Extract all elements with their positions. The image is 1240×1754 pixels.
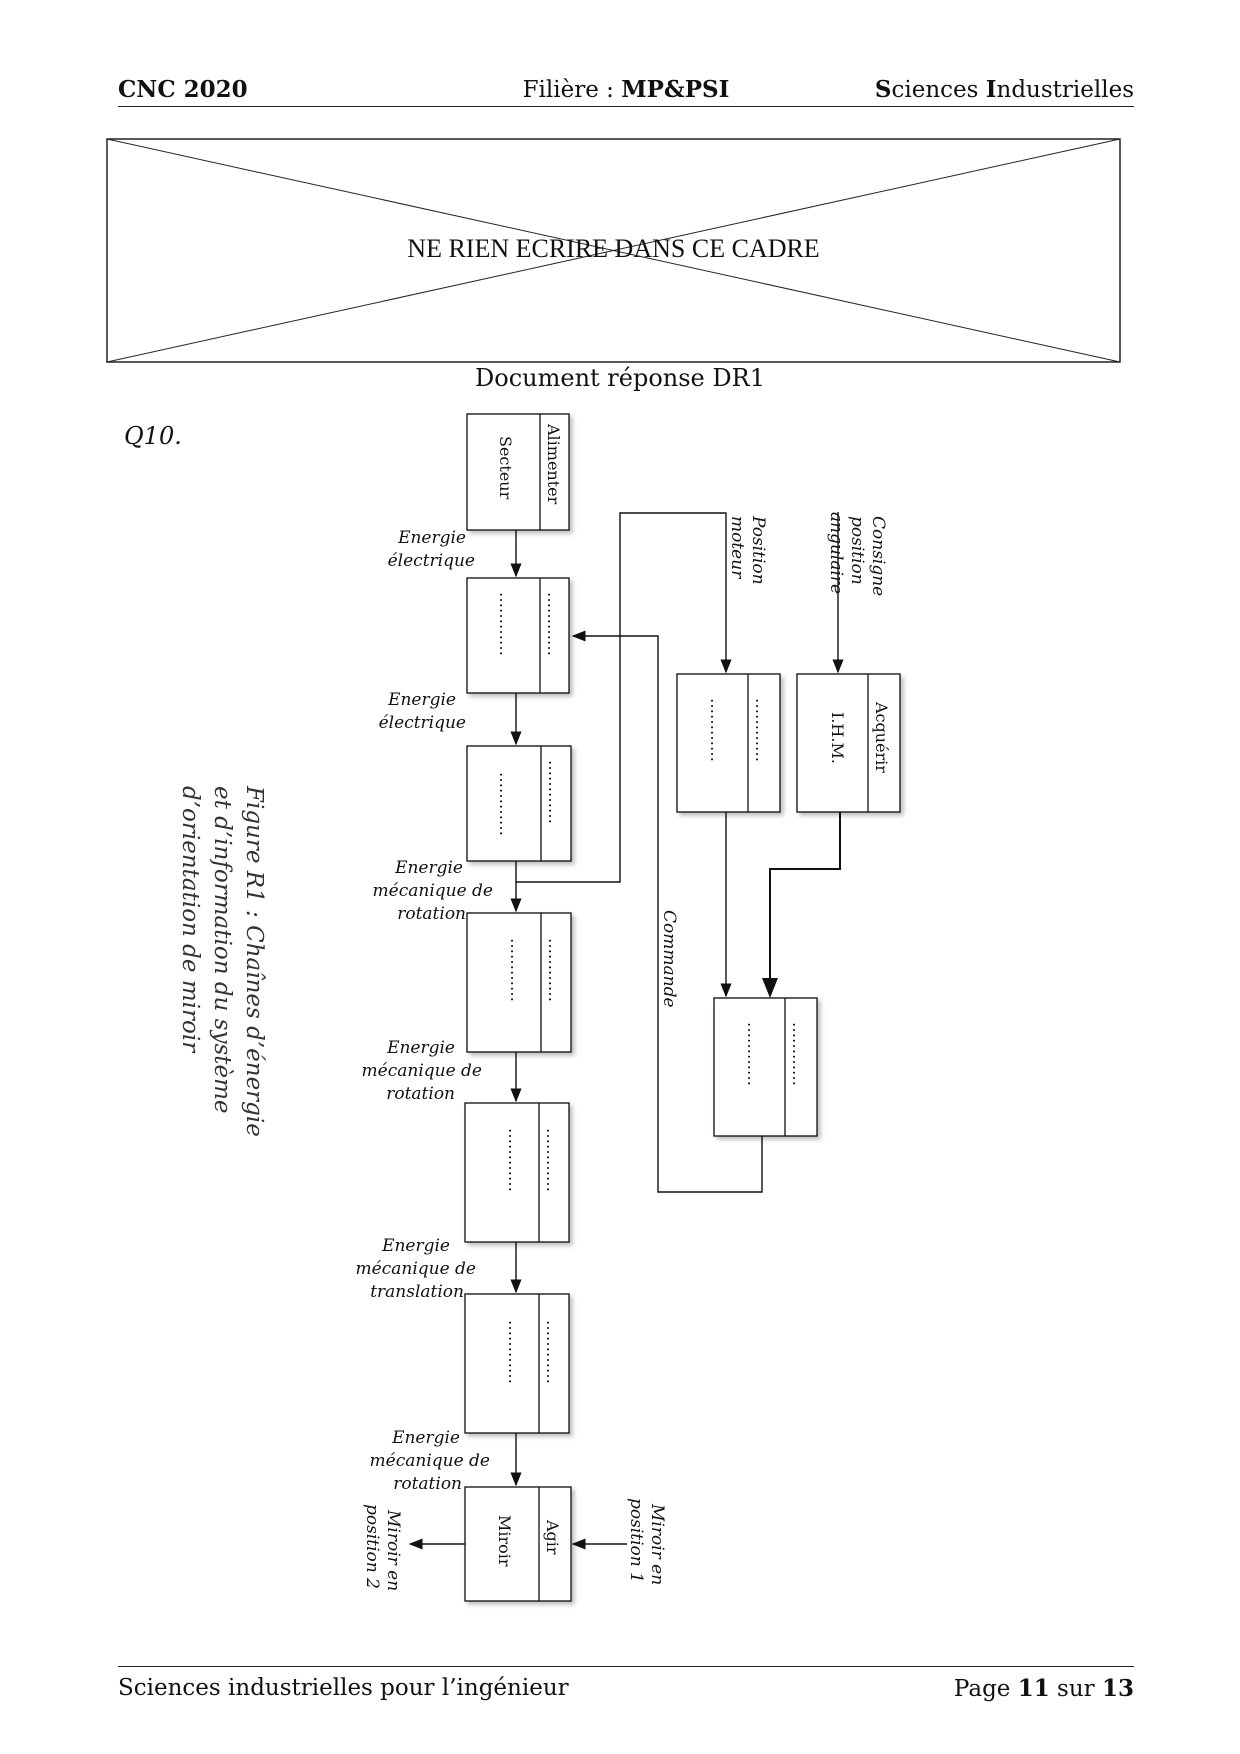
block-5: ………… ………… xyxy=(464,1102,570,1243)
footer-subject: Sciences industrielles pour l’ingénieur xyxy=(118,1675,569,1701)
block-position-capteur: ………… ………… xyxy=(676,673,781,813)
frame-diagonal-2 xyxy=(106,138,1121,363)
subject-sciences: ciences xyxy=(891,77,986,103)
page-prefix: Page xyxy=(953,1676,1018,1702)
block-6-comp-blank: ………… xyxy=(505,1320,524,1384)
block-6-func-blank: ………… xyxy=(543,1320,562,1384)
frame-border xyxy=(106,138,1121,363)
exam-name: CNC 2020 xyxy=(118,76,248,103)
block-5-comp-blank: ………… xyxy=(505,1128,524,1192)
miroir-pos1-line1: Miroir en xyxy=(647,1503,667,1585)
e6-line3: rotation xyxy=(393,1474,462,1494)
miroir-label: Miroir xyxy=(495,1515,514,1567)
secteur-label: Secteur xyxy=(496,436,515,500)
filiere-prefix: Filière : xyxy=(522,77,622,103)
block-acquerir: Acquérir I.H.M. xyxy=(796,673,901,813)
block-4-func-blank: ………… xyxy=(545,938,564,1002)
e5-line2: mécanique de xyxy=(356,1259,476,1279)
block-alimenter: Alimenter Secteur xyxy=(466,413,570,531)
filiere: Filière : MP&PSI xyxy=(118,76,1134,103)
page-mid: sur xyxy=(1049,1676,1102,1702)
page-header: CNC 2020 Filière : MP&PSI Sciences Indus… xyxy=(118,74,1134,107)
question-number: Q10. xyxy=(124,422,182,450)
no-write-frame xyxy=(106,138,1121,363)
alimenter-label: Alimenter xyxy=(544,423,563,505)
block-3-func-blank: ………… xyxy=(545,760,564,824)
subject-s: S xyxy=(874,76,892,103)
e6-line2: mécanique de xyxy=(370,1451,490,1471)
block-2: ………… ………… xyxy=(466,577,570,694)
block-2-func-blank: ………… xyxy=(544,592,563,656)
document-title: Document réponse DR1 xyxy=(475,364,765,392)
page-number: Page 11 sur 13 xyxy=(954,1675,1134,1702)
e1-line1: Energie xyxy=(397,528,466,548)
position-moteur-line2: moteur xyxy=(727,516,747,579)
block-4-comp-blank: ………… xyxy=(507,938,526,1002)
e6-line1: Energie xyxy=(391,1428,460,1448)
consigne-line1: Consigne xyxy=(868,516,888,596)
traiter-comp-blank: ………… xyxy=(744,1022,763,1086)
block-3: ………… ………… xyxy=(466,745,572,862)
caption-line1: Figure R1 : Chaînes d’énergie xyxy=(241,785,267,1137)
capteur-comp-blank: ………… xyxy=(707,698,726,762)
miroir-pos2-line2: position 2 xyxy=(362,1504,382,1589)
block-3-comp-blank: ………… xyxy=(496,772,515,836)
power-chain-arrows xyxy=(408,530,627,1550)
page-current: 11 xyxy=(1017,1675,1050,1702)
subject: Sciences Industrielles xyxy=(875,76,1134,103)
block-traiter: ………… ………… xyxy=(713,997,818,1137)
energy-labels: Energie électrique Energie électrique En… xyxy=(356,528,493,1494)
e4-line2: mécanique de xyxy=(362,1061,482,1081)
agir-label: Agir xyxy=(543,1519,562,1555)
e5-line3: translation xyxy=(370,1282,464,1302)
e2-line1: Energie xyxy=(387,690,456,710)
figure-caption: Figure R1 : Chaînes d’énergie et d’infor… xyxy=(177,785,267,1137)
subject-i: I xyxy=(985,76,997,103)
subject-ndustrielles: ndustrielles xyxy=(996,77,1134,103)
ihm-label: I.H.M. xyxy=(828,712,847,764)
block-agir: Agir Miroir xyxy=(464,1486,572,1602)
miroir-pos2-line1: Miroir en xyxy=(383,1509,403,1591)
capteur-func-blank: ………… xyxy=(752,698,771,762)
e5-line1: Energie xyxy=(381,1236,450,1256)
acquerir-label: Acquérir xyxy=(872,701,891,773)
commande-label: Commande xyxy=(659,910,679,1008)
info-labels: Position moteur Consigne position angula… xyxy=(362,512,888,1591)
filiere-value: MP&PSI xyxy=(621,76,730,103)
frame-text: NE RIEN ECRIRE DANS CE CADRE xyxy=(407,234,820,263)
e3-line2: mécanique de xyxy=(373,881,493,901)
e3-line3: rotation xyxy=(397,904,466,924)
block-4: ………… ………… xyxy=(466,912,572,1053)
e1-line2: électrique xyxy=(388,551,475,571)
caption-line2: et d’information du système xyxy=(209,786,235,1114)
position-moteur-line1: Position xyxy=(748,515,768,585)
consigne-line3: angulaire xyxy=(826,512,846,594)
e2-line2: électrique xyxy=(379,713,466,733)
caption-line3: d’orientation de miroir xyxy=(177,786,203,1054)
e4-line3: rotation xyxy=(386,1084,455,1104)
e4-line1: Energie xyxy=(386,1038,455,1058)
block-6: ………… ………… xyxy=(464,1293,570,1434)
miroir-pos1-line2: position 1 xyxy=(626,1498,646,1583)
page-total: 13 xyxy=(1101,1675,1134,1702)
consigne-line2: position xyxy=(847,516,867,585)
block-5-func-blank: ………… xyxy=(543,1128,562,1192)
block-2-comp-blank: ………… xyxy=(496,592,515,656)
page-footer: Sciences industrielles pour l’ingénieur … xyxy=(118,1666,1134,1702)
traiter-func-blank: ………… xyxy=(789,1022,808,1086)
info-chain-arrows xyxy=(516,512,844,1193)
e3-line1: Energie xyxy=(394,858,463,878)
